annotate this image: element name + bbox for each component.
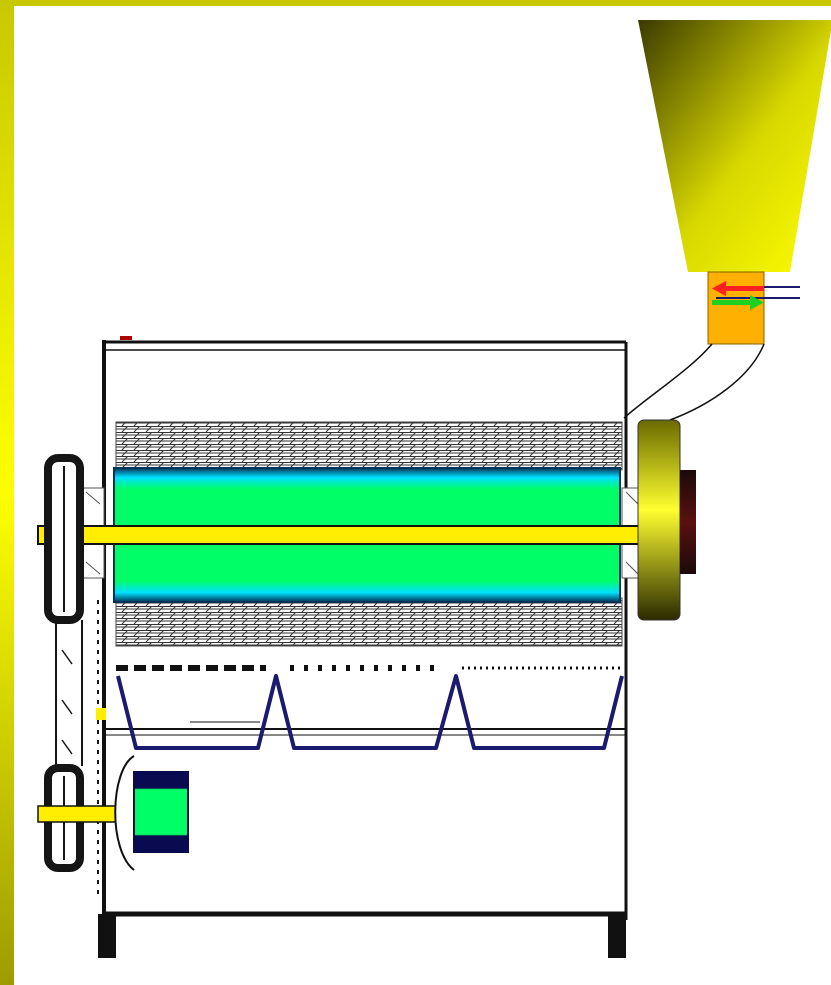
red-arrow-icon xyxy=(712,281,764,296)
collection-trough xyxy=(116,674,624,750)
drive-belt xyxy=(55,600,99,900)
screen-mesh-bottom xyxy=(115,597,623,647)
end-flange xyxy=(637,419,681,621)
left-border-bar xyxy=(0,0,14,985)
main-shaft xyxy=(37,525,643,545)
motor-endcap xyxy=(114,755,135,871)
feed-valve xyxy=(707,271,765,345)
top-border-bar xyxy=(0,0,831,6)
motor xyxy=(133,771,189,853)
screen-mesh-top xyxy=(115,421,623,471)
leg-right xyxy=(608,914,626,958)
hopper xyxy=(638,20,831,272)
frame xyxy=(102,340,628,920)
hub xyxy=(680,470,696,574)
feed-chute xyxy=(623,343,765,421)
motor-shaft xyxy=(37,805,117,823)
leg-left xyxy=(98,914,116,958)
green-arrow-icon xyxy=(712,295,764,310)
